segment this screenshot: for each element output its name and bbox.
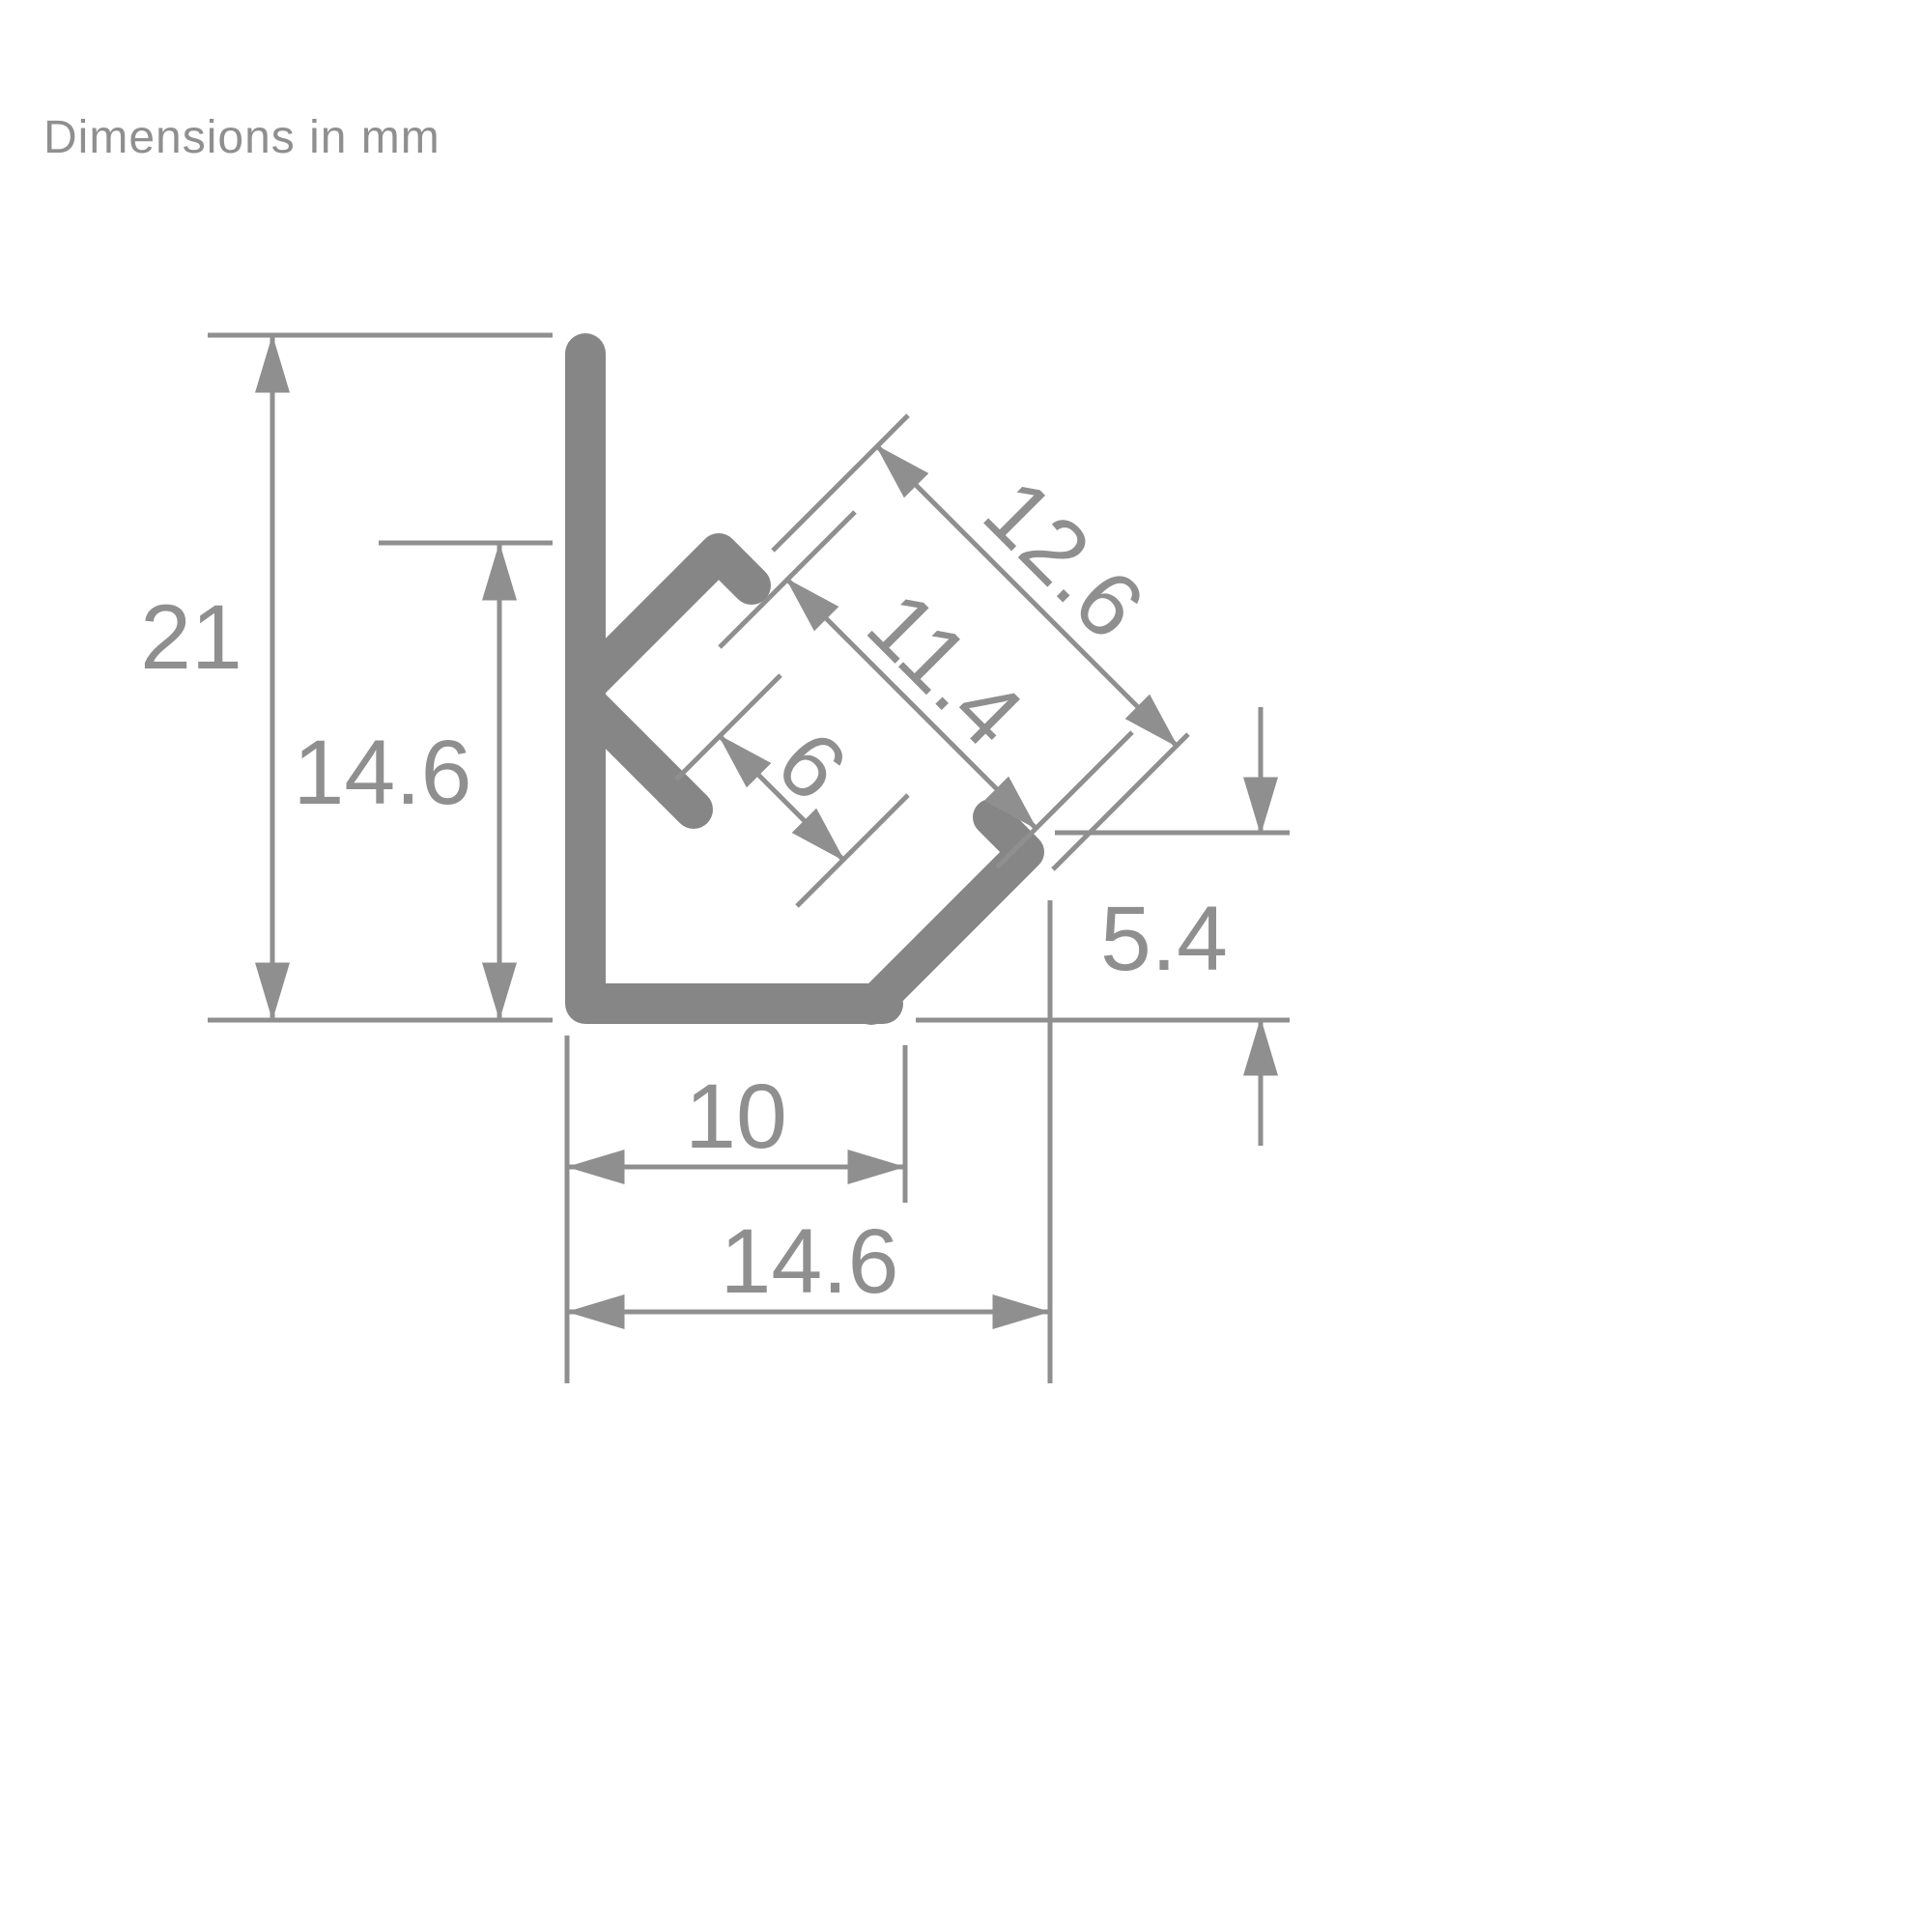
- profile-middle-web: [572, 688, 713, 829]
- profile-upper-flange: [570, 533, 771, 701]
- dim-overall-height: 21: [140, 332, 553, 1023]
- drawing-title: Dimensions in mm: [43, 112, 440, 163]
- dim-label-channel-inner-width: 11.4: [848, 573, 1042, 767]
- extension-line: [1051, 732, 1190, 871]
- dim-overall-width: 14.6: [566, 900, 1053, 1383]
- dimension-line: [785, 578, 1037, 830]
- dim-label-base-width: 10: [685, 1065, 787, 1168]
- dimension-line: [718, 734, 845, 862]
- dim-side-height: 14.6: [294, 540, 553, 1021]
- dim-label-side-height: 14.6: [294, 722, 472, 824]
- dim-label-overall-height: 21: [140, 586, 242, 689]
- profile-main-body: [565, 333, 903, 1024]
- dim-label-corner-lip-height: 5.4: [1100, 888, 1228, 990]
- dim-label-inner-slot: 6: [757, 712, 866, 820]
- profile-lower-flange-hook: [853, 799, 1044, 1025]
- dim-inner-slot: 6: [674, 673, 910, 908]
- dim-label-channel-outer-width: 12.6: [964, 460, 1163, 659]
- extension-line: [795, 793, 910, 908]
- extension-line: [674, 673, 782, 781]
- dim-corner-lip-height: 5.4: [916, 707, 1290, 1146]
- dim-base-width: 10: [564, 1036, 908, 1383]
- extension-line: [995, 730, 1134, 869]
- extension-line: [771, 413, 910, 553]
- dim-label-overall-width: 14.6: [721, 1210, 899, 1313]
